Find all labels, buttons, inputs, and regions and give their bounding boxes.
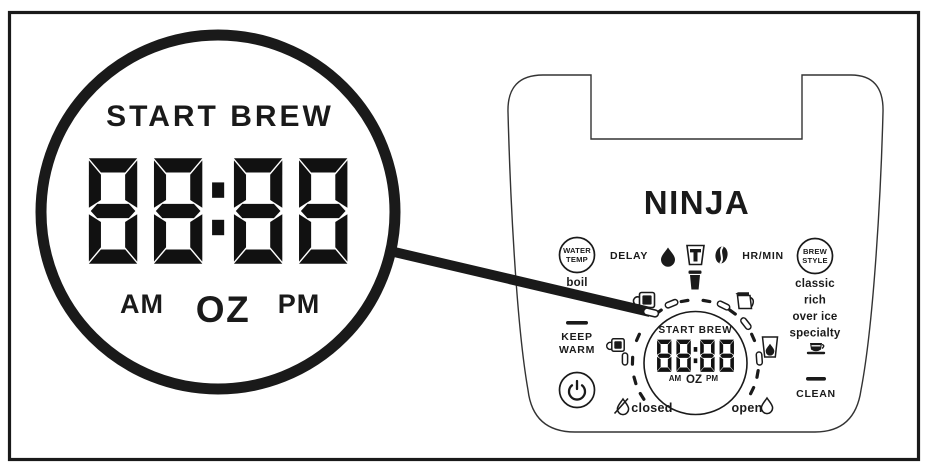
keep-warm-indicator: [566, 321, 588, 325]
device-panel: NINJA WATER TEMP boil KEEP WARM DELAY: [507, 74, 884, 433]
water-temp-button[interactable]: WATER TEMP: [558, 236, 596, 274]
style-over-ice-label: over ice: [792, 311, 837, 323]
pod-icon: [755, 351, 764, 366]
specialty-cup-icon: [806, 343, 826, 355]
style-classic-label: classic: [795, 278, 835, 290]
magnified-am-label: AM: [120, 289, 164, 319]
magnifier-callout: START BREW AM OZ PM: [35, 29, 660, 395]
brew-style-button[interactable]: BREW STYLE: [796, 237, 834, 275]
water-off-icon: [613, 397, 630, 416]
filter-basket-icon: [686, 244, 705, 266]
cup-icon: [606, 338, 625, 352]
dial-oz-label: OZ: [686, 374, 702, 386]
power-button[interactable]: [558, 371, 596, 409]
keep-warm-label-line1: KEEP: [561, 331, 592, 343]
magnified-pm-label: PM: [278, 289, 321, 319]
magnified-oz-label: OZ: [196, 289, 250, 330]
style-rich-label: rich: [804, 295, 826, 307]
pod-icon: [664, 298, 679, 309]
style-specialty-label: specialty: [789, 328, 840, 340]
coffee-bean-icon: [715, 246, 728, 264]
water-temp-label-line2: TEMP: [566, 255, 588, 264]
pod-icon: [716, 300, 731, 311]
brand-logo: NINJA: [644, 184, 751, 221]
clean-label: CLEAN: [796, 388, 836, 400]
dial-display: START BREW AM OZ PM: [643, 310, 748, 416]
dial-am-label: AM: [669, 374, 682, 383]
travel-mug-icon: [688, 270, 702, 290]
pod-icon: [740, 317, 752, 331]
power-icon: [567, 379, 587, 401]
iced-cup-icon: [761, 336, 779, 358]
carafe-icon: [735, 292, 755, 310]
clean-indicator: [806, 377, 826, 381]
hr-min-label: HR/MIN: [742, 250, 784, 262]
boil-label: boil: [566, 277, 587, 289]
leader-line: [388, 246, 652, 317]
water-temp-label-line1: WATER: [563, 246, 591, 255]
magnified-start-brew-label: START BREW: [106, 100, 334, 133]
water-drop-outline-icon: [760, 396, 774, 415]
brew-style-label-line1: BREW: [803, 247, 828, 256]
pod-icon: [642, 307, 660, 318]
open-label: open: [731, 401, 762, 415]
dial-start-brew-label: START BREW: [659, 325, 733, 336]
keep-warm-label-line2: WARM: [559, 344, 595, 356]
closed-label: closed: [631, 401, 672, 415]
delay-label: DELAY: [610, 250, 648, 262]
magnifier-circle: [35, 29, 401, 395]
pod-icon: [621, 352, 629, 366]
dial-pm-label: PM: [706, 374, 718, 383]
brew-style-label-line2: STYLE: [802, 256, 827, 265]
